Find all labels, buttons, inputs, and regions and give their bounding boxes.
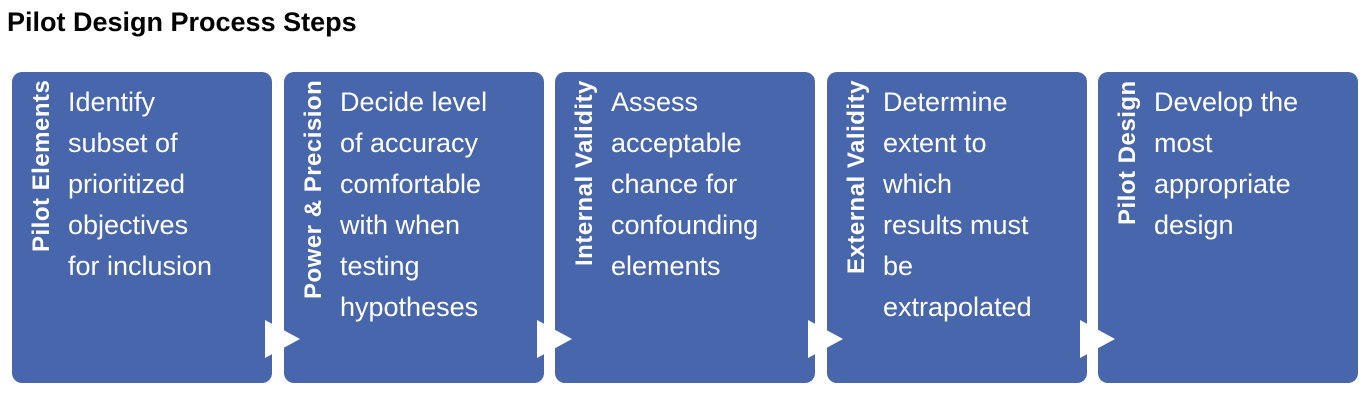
- step-description: Determine extent to which results must b…: [883, 87, 1032, 322]
- step-description: Develop the most appropriate design: [1154, 87, 1299, 240]
- step-description: Decide level of accuracy comfortable wit…: [340, 87, 488, 322]
- next-step-arrow-icon: [537, 320, 572, 358]
- step-box-pilot-design: Pilot Design Develop the most appropriat…: [1098, 72, 1358, 383]
- step-box-external-validity: External Validity Determine extent to wh…: [827, 72, 1087, 383]
- step-description: Identify subset of prioritized objective…: [68, 87, 213, 281]
- next-step-arrow-icon: [1080, 320, 1115, 358]
- next-step-arrow-icon: [808, 320, 843, 358]
- diagram-title: Pilot Design Process Steps: [7, 7, 357, 37]
- next-step-arrow-icon: [265, 320, 300, 358]
- step-description: Assess acceptable chance for confounding…: [611, 87, 759, 281]
- step-box-pilot-elements: Pilot Elements Identify subset of priori…: [12, 72, 272, 383]
- step-box-internal-validity: Internal Validity Assess acceptable chan…: [555, 72, 815, 383]
- step-category-label: Pilot Elements: [28, 80, 55, 253]
- step-box-power-precision: Power & Precision Decide level of accura…: [284, 72, 544, 383]
